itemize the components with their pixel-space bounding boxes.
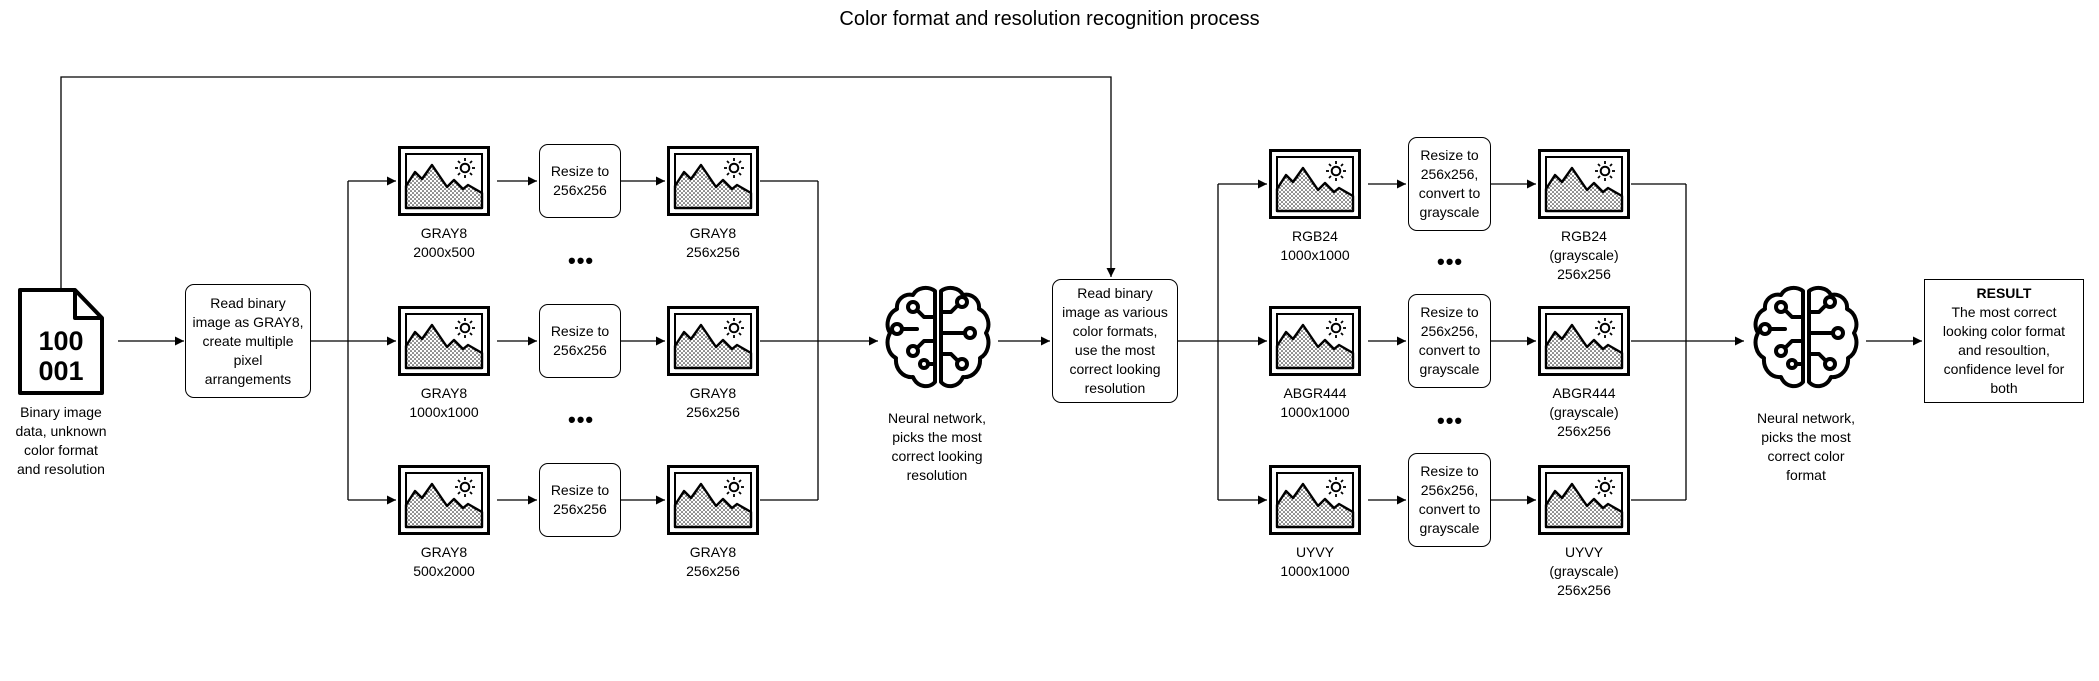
format-output-label: UYVY(grayscale)256x256 (1549, 544, 1619, 598)
ellipsis: ••• (568, 248, 595, 273)
feedback-arrow (60, 76, 1116, 289)
binary-digits-line1: 100 (38, 326, 83, 356)
neural-network-brain-icon (885, 285, 991, 389)
format-output-label: RGB24(grayscale)256x256 (1549, 228, 1619, 282)
image-icon (1269, 465, 1361, 535)
image-icon (398, 306, 490, 376)
result-heading: RESULT (1976, 285, 2032, 301)
image-icon (398, 465, 490, 535)
image-icon (667, 146, 759, 216)
neural-network-brain-icon (1753, 285, 1859, 389)
image-icon (1538, 149, 1630, 219)
binary-file-icon (18, 288, 104, 395)
image-icon (667, 306, 759, 376)
image-icon (1269, 306, 1361, 376)
image-icon (667, 465, 759, 535)
binary-digits-line2: 001 (38, 356, 83, 386)
image-icon (1269, 149, 1361, 219)
image-icon (1538, 306, 1630, 376)
ellipsis: ••• (1437, 408, 1464, 433)
page-title: Color format and resolution recognition … (839, 8, 1260, 30)
ellipsis: ••• (568, 407, 595, 432)
format-output-label: ABGR444(grayscale)256x256 (1549, 385, 1619, 439)
ellipsis: ••• (1437, 249, 1464, 274)
image-icon (398, 146, 490, 216)
image-icon (1538, 465, 1630, 535)
